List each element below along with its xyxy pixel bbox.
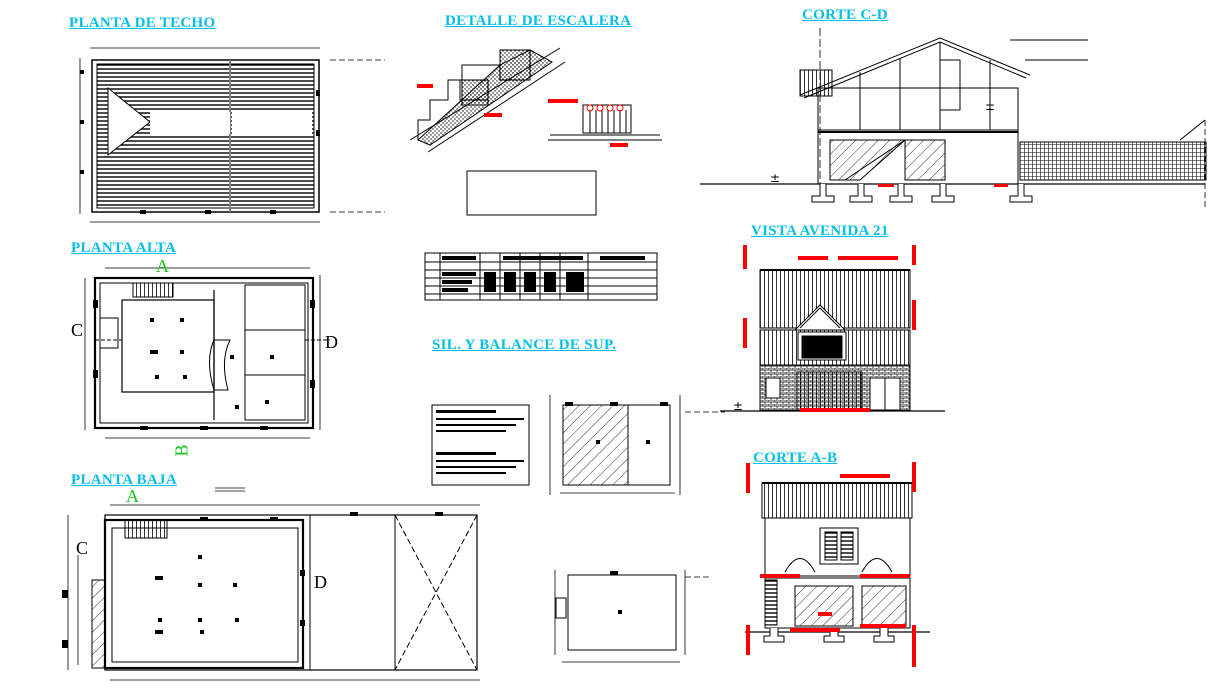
svg-text:±: ± <box>985 99 995 113</box>
title-corte-cd: CORTE C-D <box>802 7 888 23</box>
title-sil-balance: SIL. Y BALANCE DE SUP. <box>432 337 617 353</box>
section-mark-a-upper: A <box>156 256 169 276</box>
title-corte-ab: CORTE A-B <box>753 450 838 466</box>
section-mark-c-lower: C <box>76 538 89 558</box>
section-mark-d-upper: D <box>325 332 338 352</box>
section-mark-c-upper: C <box>71 320 84 340</box>
title-planta-techo: PLANTA DE TECHO <box>69 15 216 31</box>
title-planta-baja: PLANTA BAJA <box>71 472 177 488</box>
section-mark-a-lower: A <box>126 486 139 506</box>
upper-floor-plan <box>84 267 330 439</box>
section-cd: ± ± <box>700 28 1207 210</box>
title-detalle-escalera: DETALLE DE ESCALERA <box>445 13 632 29</box>
section-mark-d-lower: D <box>314 572 327 592</box>
front-elevation: ± <box>720 245 945 413</box>
section-ab <box>745 462 930 667</box>
title-vista-avenida: VISTA AVENIDA 21 <box>751 223 889 239</box>
title-planta-alta: PLANTA ALTA <box>71 240 177 256</box>
area-balance <box>431 395 725 663</box>
svg-text:±: ± <box>770 171 780 185</box>
schedule-table <box>424 252 658 301</box>
ground-floor-plan <box>62 487 480 681</box>
section-mark-b-upper: B <box>171 444 192 457</box>
stair-detail <box>409 47 662 216</box>
roof-plan <box>79 47 385 223</box>
svg-text:±: ± <box>733 399 743 413</box>
